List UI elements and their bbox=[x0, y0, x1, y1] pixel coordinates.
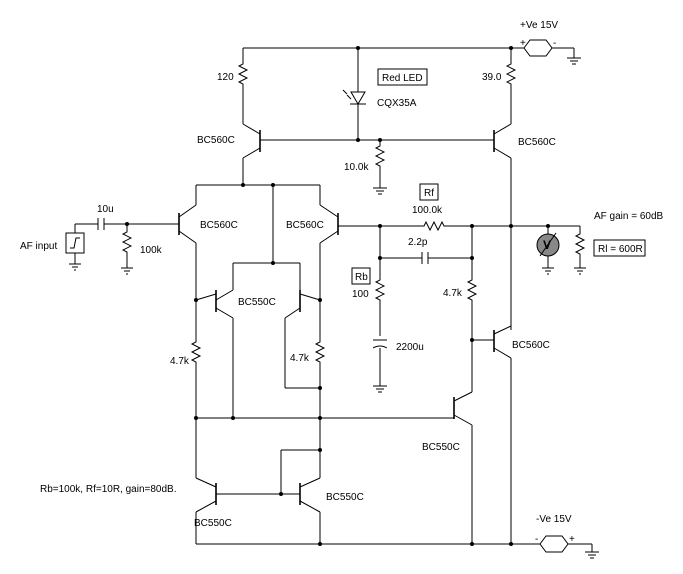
af-source-icon bbox=[65, 223, 98, 271]
transistor-bc560-input-right bbox=[319, 185, 339, 300]
positive-supply: + - bbox=[520, 38, 581, 65]
q-bc550-bottom-left-label: BC550C bbox=[194, 518, 232, 529]
resistor-39 bbox=[505, 60, 517, 120]
negative-rail bbox=[196, 542, 540, 546]
rf-value-label: 100.0k bbox=[412, 205, 443, 216]
capacitor-2p2 bbox=[380, 252, 472, 264]
rb-box-label: Rb bbox=[355, 272, 368, 283]
q-bc550-bottom-right-label: BC550C bbox=[326, 492, 364, 503]
rb-value-label: 100 bbox=[352, 289, 369, 300]
red-led-box bbox=[377, 68, 428, 86]
transistor-bc550-vas bbox=[453, 340, 473, 544]
resistor-4k7-right bbox=[466, 276, 478, 340]
c10u-label: 10u bbox=[97, 204, 114, 215]
r10k-label: 10.0k bbox=[344, 162, 369, 173]
r47k-left-label: 4.7k bbox=[170, 356, 190, 367]
resistor-rf bbox=[420, 220, 448, 232]
voltmeter-icon: V bbox=[536, 226, 560, 275]
q-bc560-top-right-label: BC560C bbox=[518, 137, 556, 148]
transistor-bc550-pair-right bbox=[284, 290, 321, 389]
r120-label: 120 bbox=[217, 72, 234, 83]
q-bc550-pair-label: BC550C bbox=[238, 297, 276, 308]
negative-supply: - + bbox=[535, 534, 599, 559]
rf-box-label: Rf bbox=[424, 188, 434, 199]
af-input-label: AF input bbox=[20, 241, 57, 252]
q-bc560-output-label: BC560C bbox=[512, 340, 550, 351]
af-gain-label: AF gain = 60dB bbox=[594, 211, 664, 222]
rb-box bbox=[351, 267, 371, 285]
resistor-120 bbox=[237, 60, 249, 120]
r100k-label: 100k bbox=[140, 245, 163, 256]
svg-text:-: - bbox=[535, 534, 538, 545]
q-bc550-vas-label: BC550C bbox=[422, 442, 460, 453]
capacitor-2200u bbox=[372, 339, 388, 393]
resistor-100k bbox=[121, 224, 133, 275]
resistor-rb bbox=[374, 276, 386, 336]
led-box-label: Red LED bbox=[382, 73, 423, 84]
transistor-bc560-top-right bbox=[493, 120, 512, 330]
resistor-10k bbox=[373, 140, 387, 195]
note-label: Rb=100k, Rf=10R, gain=80dB. bbox=[40, 484, 176, 495]
vneg-label: -Ve 15V bbox=[536, 514, 572, 525]
transistor-bc560-output bbox=[493, 325, 512, 544]
svg-text:+: + bbox=[520, 38, 526, 49]
resistor-4k7-left bbox=[190, 300, 202, 418]
r39-label: 39.0 bbox=[482, 72, 502, 83]
resistor-4k7-mid bbox=[314, 300, 326, 450]
transistor-bc550-bottom-left bbox=[195, 477, 217, 544]
capacitor-10u bbox=[97, 218, 179, 230]
svg-text:-: - bbox=[553, 38, 556, 49]
q-bc560-input-right-label: BC560C bbox=[286, 220, 324, 231]
r47k-mid-label: 4.7k bbox=[290, 353, 310, 364]
c2200u-label: 2200u bbox=[396, 342, 424, 353]
transistor-bc550-pair-left bbox=[195, 289, 234, 418]
led-part-label: CQX35A bbox=[377, 98, 417, 109]
rl-box bbox=[593, 239, 646, 257]
positive-rail bbox=[242, 46, 524, 78]
resistor-load bbox=[574, 226, 586, 275]
c22p-label: 2.2p bbox=[408, 237, 428, 248]
svg-text:V: V bbox=[543, 238, 551, 252]
led-icon bbox=[342, 78, 366, 140]
r47k-right-label: 4.7k bbox=[443, 288, 463, 299]
transistor-bc560-top-left bbox=[242, 120, 261, 185]
svg-text:+: + bbox=[569, 534, 575, 545]
rf-box bbox=[419, 183, 439, 201]
q-bc560-input-left-label: BC560C bbox=[200, 220, 238, 231]
transistor-bc560-input-left bbox=[178, 185, 197, 300]
vpos-label: +Ve 15V bbox=[520, 20, 558, 31]
rl-box-label: Rl = 600R bbox=[598, 244, 643, 255]
transistor-bc550-bottom-right bbox=[299, 477, 321, 544]
q-bc560-top-left-label: BC560C bbox=[197, 135, 235, 146]
